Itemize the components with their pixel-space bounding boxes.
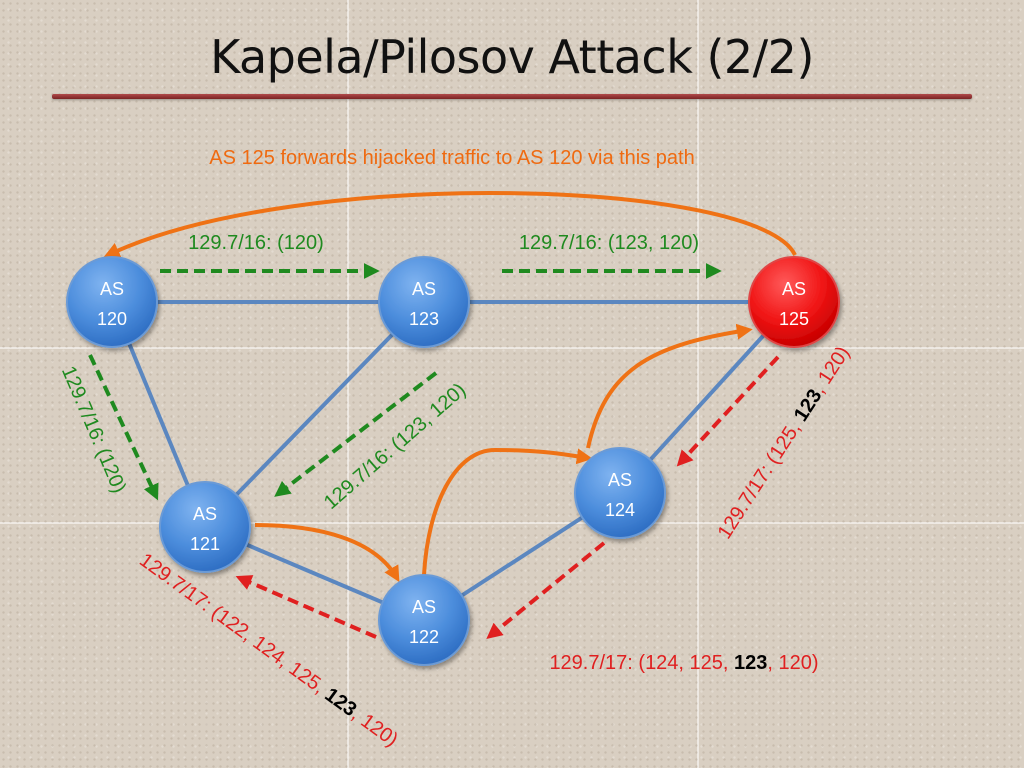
forward-path-122-to-124 (422, 447, 593, 576)
forward-path-124-to-125 (586, 323, 753, 449)
label-122-to-121: 129.7/17: (122, 124, 125, 123, 120) (135, 549, 402, 751)
hijack-arrow-122-to-121 (235, 575, 377, 639)
hijack-arrow-124-to-122 (486, 541, 606, 640)
node-as121-line1: AS (193, 504, 217, 524)
label-125-to-124: 129.7/17: (125, 123, 120) (714, 343, 855, 543)
node-as123-line1: AS (412, 279, 436, 299)
slide-title: Kapela/Pilosov Attack (2/2) (210, 30, 814, 84)
node-as125-line2: 125 (779, 309, 809, 329)
node-as125-line1: AS (782, 279, 806, 299)
node-as125[interactable]: AS 125 (748, 256, 840, 348)
hijack-arrow-125-to-124 (676, 355, 780, 467)
node-as124-line1: AS (608, 470, 632, 490)
label-122-to-121-post: , 120) (348, 703, 402, 751)
label-124-to-122: 129.7/17: (124, 125, 123, 120) (549, 652, 818, 674)
link-123-121 (203, 300, 426, 529)
route-arrow-120-to-121 (88, 354, 159, 501)
node-as123-line2: 123 (409, 309, 439, 329)
label-125-to-124-pre: 129.7/17: (125, (714, 413, 809, 542)
node-as121[interactable]: AS 121 (159, 481, 251, 573)
label-120-to-123: 129.7/16: (120) (188, 232, 324, 254)
node-as123[interactable]: AS 123 (378, 256, 470, 348)
node-as120[interactable]: AS 120 (66, 256, 158, 348)
label-124-to-122-pre: 129.7/17: (124, 125, (549, 652, 734, 674)
node-as124[interactable]: AS 124 (574, 447, 666, 539)
node-as124-line2: 124 (605, 500, 635, 520)
label-124-to-122-post: , 120) (767, 652, 818, 674)
node-as120-line1: AS (100, 279, 124, 299)
node-as122-line1: AS (412, 597, 436, 617)
label-125-to-124-post: , 120) (808, 343, 854, 398)
node-as122-line2: 122 (409, 627, 439, 647)
label-123-to-121: 129.7/16: (123, 120) (320, 379, 470, 514)
label-123-to-125: 129.7/16: (123, 120) (519, 232, 699, 254)
forward-path-annotation: AS 125 forwards hijacked traffic to AS 1… (209, 147, 694, 169)
label-124-to-122-bold: 123 (734, 652, 767, 674)
node-as122[interactable]: AS 122 (378, 574, 470, 666)
title-rule (52, 94, 972, 99)
forward-path-125-to-120 (103, 191, 797, 258)
forward-path-121-to-122 (254, 523, 400, 583)
label-120-to-121: 129.7/16: (120) (57, 363, 130, 496)
node-as120-line2: 120 (97, 309, 127, 329)
label-122-to-121-pre: 129.7/17: (122, 124, 125, (135, 549, 333, 701)
node-as121-line2: 121 (190, 534, 220, 554)
